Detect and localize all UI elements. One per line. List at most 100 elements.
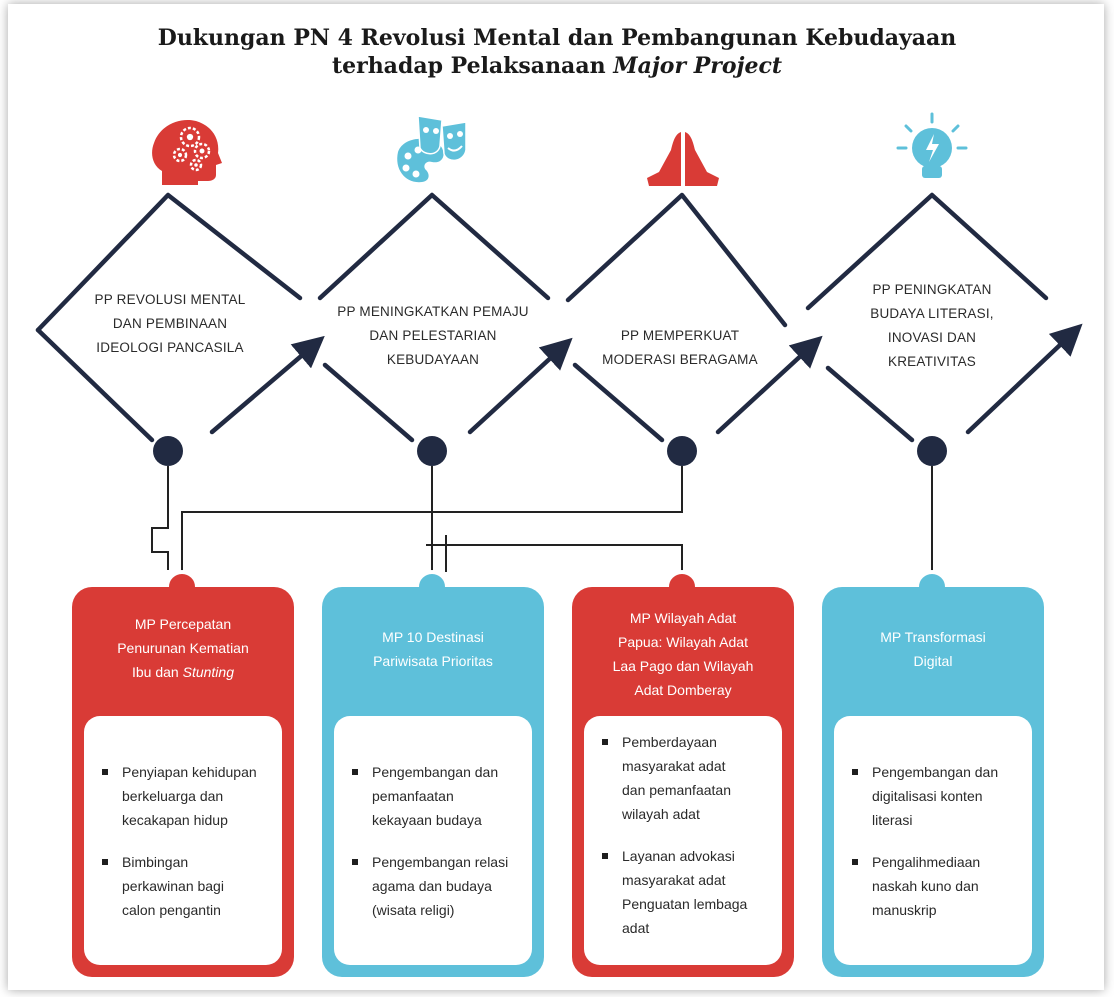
diamond-3-upper-edge	[565, 192, 788, 328]
priority-label-line: PP MEMPERKUAT	[620, 328, 740, 343]
project-card-body: Pengembangan dan digitalisasi konten liter…	[834, 716, 1032, 965]
project-card-title-line: MP Transformasi	[880, 629, 986, 645]
project-bullet-line: Layanan advokasi	[622, 848, 735, 864]
diamond-2-lower-left-edge	[322, 362, 415, 443]
project-bullet-line: Penyiapan kehidupan	[122, 764, 257, 780]
project-card-title-line: MP Wilayah Adat	[629, 610, 737, 626]
priority-label-line: DAN PELESTARIAN	[369, 328, 497, 343]
connector-pp2-mp3	[426, 544, 683, 572]
project-bullet-line: Pengembangan dan	[872, 764, 999, 780]
arrow-2-3	[467, 337, 573, 435]
project-bullet-line: kecakapan hidup	[122, 812, 228, 828]
project-bullet-line: Penguatan lembaga	[622, 896, 748, 912]
priority-label-line: INOVASI DAN	[887, 330, 977, 345]
node-dot-3	[667, 436, 697, 466]
project-card-title-line: MP Percepatan	[134, 616, 232, 632]
project-bullet-line: Pemberdayaan	[622, 734, 717, 750]
project-card-title-line: Ibu dan Stunting	[132, 664, 234, 680]
project-bullet-line: Pengalihmediaan	[872, 854, 981, 870]
project-card-body: Pengembangan dan pemanfaatan kekayaan buda…	[334, 716, 532, 965]
diamond-3-lower-left-edge	[572, 362, 665, 443]
project-bullet-item: Pengalihmediaan naskah kuno dan manuskrip	[848, 850, 998, 922]
project-bullet-line: pemanfaatan	[372, 788, 454, 804]
priority-label-line: KEBUDAYAAN	[386, 352, 480, 367]
praying-hands-icon	[647, 132, 719, 186]
diamond-1-upper-edge	[35, 192, 303, 333]
priority-label-line: DAN PEMBINAAN	[112, 316, 228, 331]
priority-label-1: PP REVOLUSI MENTAL DAN PEMBINAAN IDEOLOGI …	[60, 288, 280, 360]
connector-pp1-mp1	[151, 466, 169, 570]
project-card-title-line: Papua: Wilayah Adat	[618, 634, 748, 650]
project-bullet-line: masyarakat adat	[622, 872, 726, 888]
project-bullet-line: literasi	[872, 812, 913, 828]
project-bullet-line: Bimbingan	[122, 854, 189, 870]
project-bullet-item: Pengembangan dan digitalisasi konten liter…	[848, 760, 998, 832]
project-bullet-item: Penyiapan kehidupan berkeluarga dan kecaka…	[98, 760, 257, 832]
diamond-4-upper-edge	[805, 192, 1049, 311]
project-bullet-line: berkeluarga dan	[122, 788, 224, 804]
project-card-title-line: Laa Pago dan Wilayah	[612, 658, 754, 674]
diamond-4-lower-left-edge	[825, 365, 915, 443]
project-bullet-line: manuskrip	[872, 902, 937, 918]
arrow-1-2	[209, 335, 325, 435]
diamond-1-lower-left-edge	[35, 327, 155, 443]
project-bullet-line: dan pemanfaatan	[622, 782, 731, 798]
priority-label-line: MODERASI BERAGAMA	[602, 352, 758, 367]
project-bullet-line: agama dan budaya	[372, 878, 492, 894]
project-card-title-line: Adat Domberay	[634, 682, 732, 698]
project-bullet-line: naskah kuno dan	[872, 878, 979, 894]
arrow-4-out	[965, 323, 1083, 435]
lightbulb-bolt-icon	[896, 112, 968, 178]
project-card-title-line: Pariwisata Prioritas	[373, 653, 493, 669]
diagram-title: Dukungan PN 4 Revolusi Mental dan Pemban…	[157, 25, 957, 51]
priority-label-line: BUDAYA LITERASI,	[870, 306, 994, 321]
project-bullet-line: calon pengantin	[122, 902, 221, 918]
project-bullet-line: adat	[622, 920, 650, 936]
project-card-title-line: Penurunan Kematian	[117, 640, 249, 656]
project-bullet-line: (wisata religi)	[372, 902, 455, 918]
project-bullet-line: digitalisasi konten	[872, 788, 983, 804]
priority-label-line: PP PENINGKATAN	[872, 282, 992, 297]
project-card-title-line: MP 10 Destinasi	[382, 629, 484, 645]
connector-lines	[151, 466, 949, 604]
priority-label-2: PP MENINGKATKAN PEMAJU DAN PELESTARIAN KEB…	[318, 300, 548, 372]
project-card-body: Pemberdayaan masyarakat adat dan pemanfaat…	[584, 716, 782, 965]
head-gears-icon	[152, 119, 222, 185]
project-bullet-item: Pemberdayaan masyarakat adat dan pemanfaat…	[598, 730, 747, 826]
diagram-subtitle: terhadap Pelaksanaan Major Project	[331, 53, 783, 79]
priority-label-line: IDEOLOGI PANCASILA	[96, 340, 244, 355]
node-dot-2	[417, 436, 447, 466]
node-dot-1	[153, 436, 183, 466]
project-bullet-line: Pengembangan relasi	[372, 854, 509, 870]
project-card-body: Penyiapan kehidupan berkeluarga dan kecaka…	[84, 716, 282, 965]
priority-label-line: KREATIVITAS	[888, 354, 976, 369]
icon-row	[152, 112, 968, 186]
priority-label-line: PP REVOLUSI MENTAL	[94, 292, 246, 307]
priority-label-3: PP MEMPERKUAT MODERASI BERAGAMA	[565, 324, 795, 372]
project-bullet-line: Pengembangan dan	[372, 764, 499, 780]
project-bullet-line: kekayaan budaya	[372, 812, 482, 828]
project-bullet-line: masyarakat adat	[622, 758, 726, 774]
project-bullet-item: Pengembangan dan pemanfaatan kekayaan buda…	[348, 760, 508, 832]
project-bullet-item: Bimbingan perkawinan bagi calon pengantin	[98, 850, 257, 922]
project-card-title-line: Digital	[913, 653, 953, 669]
priority-label-line: PP MENINGKATKAN PEMAJU	[337, 304, 529, 319]
project-bullet-line: perkawinan bagi	[122, 878, 224, 894]
zigzag-flow	[35, 192, 1083, 466]
priority-label-4: PP PENINGKATAN BUDAYA LITERASI, INOVASI DA…	[816, 278, 1048, 374]
theater-masks-palette-icon	[397, 115, 467, 183]
node-dot-4	[917, 436, 947, 466]
project-bullet-line: wilayah adat	[622, 806, 700, 822]
project-bullet-item: Pengembangan relasi agama dan budaya (wisa…	[348, 850, 508, 922]
arrow-3-4	[715, 335, 823, 435]
diamond-2-upper-edge	[317, 192, 551, 301]
